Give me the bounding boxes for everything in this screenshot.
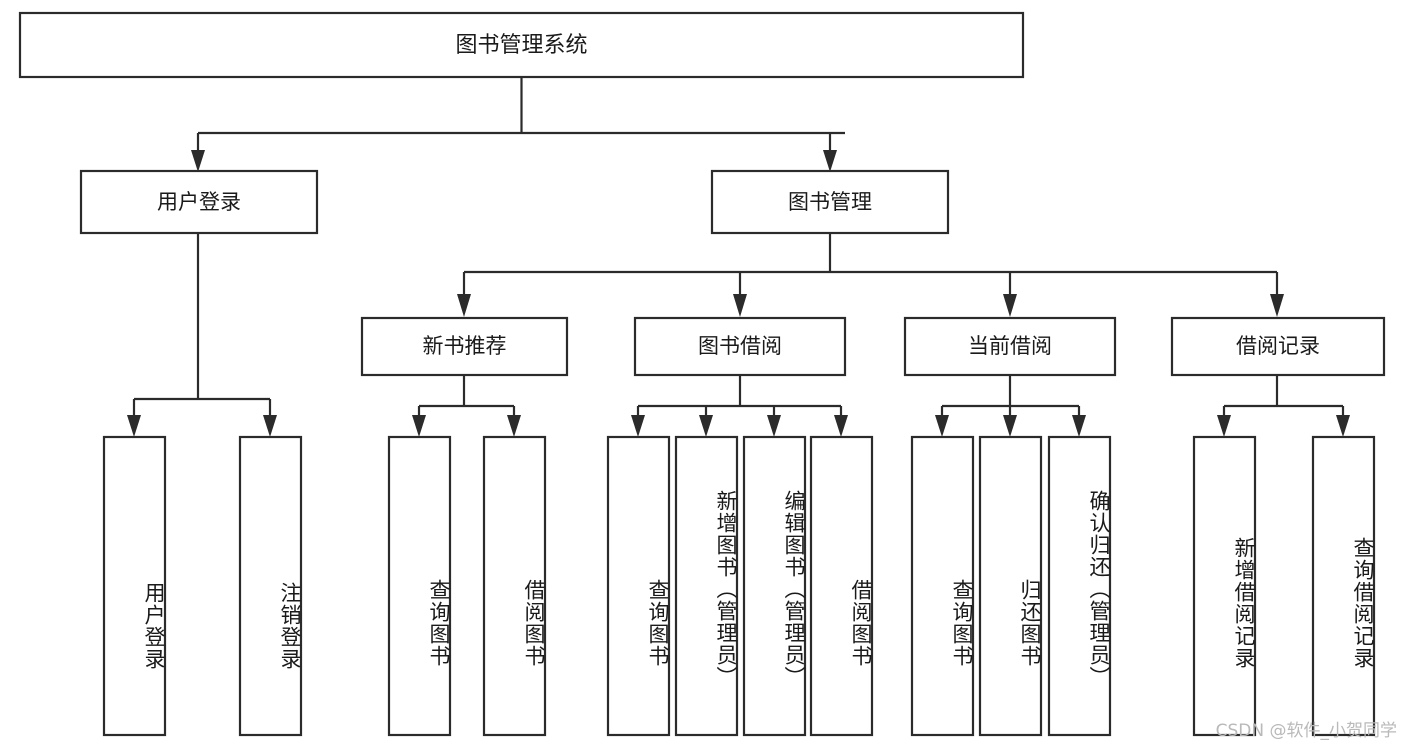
arrow-head-leaf-user-logout xyxy=(263,415,277,437)
node-leaf-borrow-book-1-label: 借阅图书 xyxy=(522,578,546,667)
node-leaf-add-book-label: 新增图书（管理员） xyxy=(714,490,738,688)
arrow-head-user-login xyxy=(191,150,205,172)
node-leaf-query-book-3-label: 查询图书 xyxy=(950,578,974,667)
node-leaf-confirm-return-label: 确认归还（管理员） xyxy=(1087,490,1111,688)
arrow-head-leaf-query-book-3 xyxy=(935,415,949,437)
node-book-mgmt-box[interactable] xyxy=(710,169,950,235)
node-leaf-query-record-box[interactable] xyxy=(1311,435,1376,737)
arrow-head-current-borrow xyxy=(1003,294,1017,317)
arrow-head-leaf-add-book xyxy=(699,415,713,437)
node-book-mgmt[interactable]: 图书管理 xyxy=(710,169,950,235)
node-leaf-user-logout-box[interactable] xyxy=(238,435,303,737)
node-new-book-rec-label: 新书推荐 xyxy=(423,334,507,358)
node-user-login[interactable]: 用户登录 xyxy=(79,169,319,235)
node-leaf-user-login-box[interactable] xyxy=(102,435,167,737)
node-book-mgmt-label: 图书管理 xyxy=(788,190,872,214)
node-leaf-return-book-box[interactable] xyxy=(978,435,1043,737)
node-leaf-confirm-return-box[interactable] xyxy=(1047,435,1112,737)
node-current-borrow[interactable]: 当前借阅 xyxy=(903,316,1117,377)
arrow-head-book-mgmt xyxy=(823,150,837,172)
arrow-head-leaf-query-book-2 xyxy=(631,415,645,437)
arrow-head-borrow-record xyxy=(1270,294,1284,317)
connector-group-root xyxy=(191,78,845,172)
node-root-box[interactable] xyxy=(18,11,1025,79)
arrow-head-book-borrow xyxy=(733,294,747,317)
arrow-head-leaf-confirm-return xyxy=(1072,415,1086,437)
node-leaf-query-book-1-label: 查询图书 xyxy=(427,578,451,667)
arrow-head-leaf-query-book-1 xyxy=(412,415,426,437)
connector-group-current-borrow xyxy=(935,375,1086,437)
connector-group-book-borrow xyxy=(631,375,848,437)
node-book-borrow[interactable]: 图书借阅 xyxy=(633,316,847,377)
arrow-head-leaf-return-book xyxy=(1003,415,1017,437)
node-leaf-add-record-box[interactable] xyxy=(1192,435,1257,737)
arrow-head-leaf-edit-book xyxy=(767,415,781,437)
node-new-book-rec[interactable]: 新书推荐 xyxy=(360,316,569,377)
arrow-head-new-book-rec xyxy=(457,294,471,317)
node-leaf-borrow-book-2-label: 借阅图书 xyxy=(849,578,873,667)
node-leaf-query-record-label: 查询借阅记录 xyxy=(1351,536,1375,669)
node-leaf-query-book-2-box[interactable] xyxy=(606,435,671,737)
leaf-boxes xyxy=(102,435,1376,737)
node-book-borrow-box[interactable] xyxy=(633,316,847,377)
node-leaf-return-book-label: 归还图书 xyxy=(1018,578,1042,667)
node-leaf-borrow-book-1-box[interactable] xyxy=(482,435,547,737)
node-leaf-user-logout-label: 注销登录 xyxy=(278,581,302,670)
connector-group-borrow-record xyxy=(1217,375,1350,437)
node-leaf-query-book-3-box[interactable] xyxy=(910,435,975,737)
node-borrow-record-label: 借阅记录 xyxy=(1236,334,1320,358)
node-leaf-user-login-label: 用户登录 xyxy=(142,581,166,670)
node-user-login-label: 用户登录 xyxy=(157,190,241,214)
node-current-borrow-label: 当前借阅 xyxy=(968,334,1052,358)
arrow-head-leaf-borrow-book-2 xyxy=(834,415,848,437)
node-borrow-record-box[interactable] xyxy=(1170,316,1386,377)
node-new-book-rec-box[interactable] xyxy=(360,316,569,377)
arrow-head-leaf-query-record xyxy=(1336,415,1350,437)
node-book-borrow-label: 图书借阅 xyxy=(698,334,782,358)
node-leaf-borrow-book-2-box[interactable] xyxy=(809,435,874,737)
connector-group-user-login xyxy=(127,233,277,437)
arrow-head-leaf-borrow-book-1 xyxy=(507,415,521,437)
node-leaf-add-record-label: 新增借阅记录 xyxy=(1232,536,1256,669)
node-leaf-edit-book-label: 编辑图书（管理员） xyxy=(782,490,806,688)
node-leaf-add-book-box[interactable] xyxy=(674,435,739,737)
node-current-borrow-box[interactable] xyxy=(903,316,1117,377)
arrow-head-leaf-add-record xyxy=(1217,415,1231,437)
node-user-login-box[interactable] xyxy=(79,169,319,235)
connector-group-book-mgmt xyxy=(457,233,1284,317)
node-leaf-query-book-1-box[interactable] xyxy=(387,435,452,737)
node-root-label: 图书管理系统 xyxy=(455,33,587,58)
arrow-head-leaf-user-login xyxy=(127,415,141,437)
node-leaf-edit-book-box[interactable] xyxy=(742,435,807,737)
node-borrow-record[interactable]: 借阅记录 xyxy=(1170,316,1386,377)
node-root[interactable]: 图书管理系统 xyxy=(18,11,1025,79)
node-leaf-query-book-2-label: 查询图书 xyxy=(646,578,670,667)
connector-group-new-book-rec xyxy=(412,375,521,437)
